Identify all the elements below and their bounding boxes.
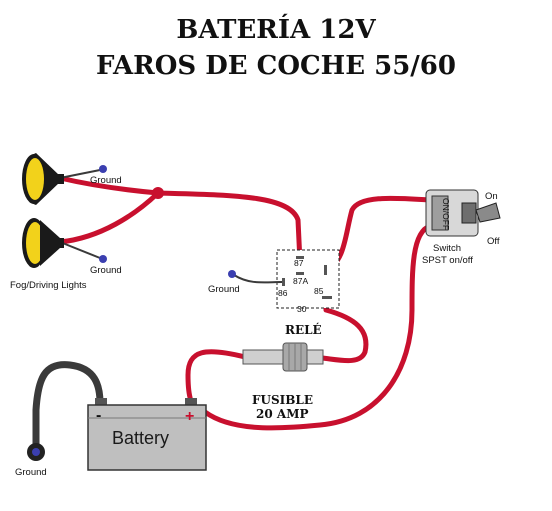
switch-collar	[461, 202, 477, 224]
wire-relay-85-switch	[323, 195, 433, 273]
battery-plus-sign: +	[185, 408, 194, 425]
switch-label-line-1: Switch	[433, 243, 461, 254]
fog-lights-caption: Fog/Driving Lights	[10, 280, 87, 291]
lamp-bottom-ground-terminal-icon	[99, 255, 107, 263]
lamp-bottom-ground-label: Ground	[90, 265, 122, 276]
title-line-1: BATERÍA 12V	[176, 13, 376, 45]
relay: 87 87A 86 85 30	[276, 249, 340, 314]
positive-wiring	[57, 175, 433, 431]
fog-light-top-icon	[22, 153, 64, 205]
lamp-top-ground-label: Ground	[90, 175, 122, 186]
battery-label: Battery	[112, 428, 169, 448]
fuse-label-line-1: FUSIBLE	[252, 393, 313, 407]
relay-pin-87a-contact	[296, 272, 304, 275]
switch-label-plate	[431, 195, 449, 231]
battery-ground-wire	[32, 361, 104, 449]
wire-fuse-battery	[185, 349, 248, 408]
wire-lamp-top	[57, 175, 161, 196]
lamp-top-ground-wire	[59, 169, 101, 179]
relay-pin-30-label: 30	[297, 304, 307, 314]
battery-positive-post	[185, 398, 197, 406]
relay-label: RELÉ	[285, 322, 322, 337]
wire-lamp-bottom	[57, 190, 161, 245]
fuse-icon	[242, 342, 324, 372]
toggle-switch-icon: ON/OFF	[425, 189, 501, 237]
switch-label-line-2: SPST on/off	[422, 255, 473, 266]
fuse-cap	[306, 349, 324, 365]
fog-light-bottom-icon	[22, 218, 64, 268]
relay-pin-87a-label: 87A	[293, 276, 308, 286]
relay-pin-87-contact	[296, 256, 304, 259]
relay-pin-86-contact	[282, 278, 285, 286]
battery-negative-post	[95, 398, 107, 406]
fuse-glass	[242, 349, 284, 365]
relay-ground-wire	[233, 274, 283, 284]
battery-icon: Battery - +	[87, 398, 207, 471]
relay-pin-30-contact	[322, 296, 332, 299]
battery-minus-sign: -	[96, 407, 101, 424]
battery-body	[87, 404, 207, 471]
wire-to-relay-87	[155, 190, 303, 265]
relay-pin-85-label: 85	[314, 286, 324, 296]
relay-pin-85-contact	[324, 265, 327, 275]
lamp-top-ground-terminal-icon	[99, 165, 107, 173]
switch-lever-icon	[475, 202, 501, 223]
junction-dot	[152, 187, 164, 199]
relay-pin-86-label: 86	[278, 288, 288, 298]
title-line-2: FAROS DE COCHE 55/60	[96, 51, 456, 81]
relay-ground-label: Ground	[208, 284, 240, 295]
switch-marking: ON/OFF	[441, 198, 451, 230]
battery-ground-label: Ground	[15, 467, 47, 478]
lamp-bottom-ground-wire	[59, 241, 101, 259]
switch-on-label: On	[485, 191, 498, 202]
fuse-label-line-2: 20 AMP	[256, 407, 309, 421]
relay-ground-terminal-icon	[228, 270, 236, 278]
battery-ground-terminal-icon	[32, 448, 40, 456]
relay-pin-87-label: 87	[294, 258, 304, 268]
wire-relay-30-fuse	[319, 297, 369, 364]
switch-off-label: Off	[487, 236, 500, 247]
wire-switch-battery	[202, 223, 433, 431]
